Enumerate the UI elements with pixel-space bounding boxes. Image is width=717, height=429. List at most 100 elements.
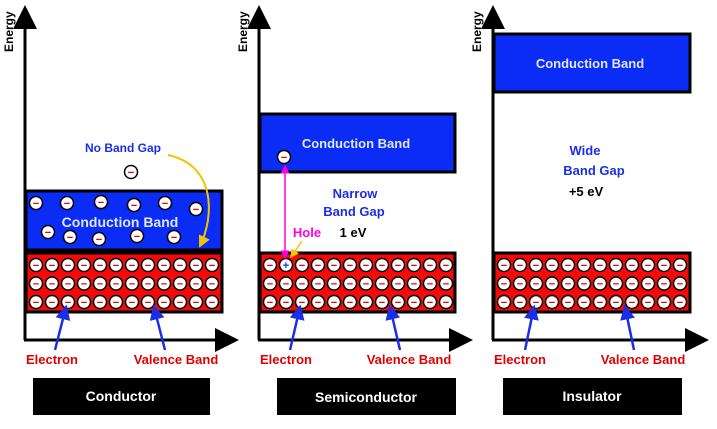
electron-symbol: −	[145, 260, 151, 272]
electron	[44, 294, 60, 310]
electron	[60, 276, 76, 291]
electron	[422, 276, 438, 291]
electron-symbol: −	[379, 279, 385, 291]
electron	[544, 257, 560, 273]
electron-symbol: −	[581, 260, 587, 272]
panel-title: Semiconductor	[315, 389, 417, 405]
electron	[262, 294, 278, 310]
electron-symbol: −	[299, 297, 305, 309]
electron-symbol: −	[677, 279, 683, 291]
electron	[310, 276, 326, 291]
electron-symbol: −	[45, 227, 51, 239]
panel-title: Insulator	[562, 388, 622, 404]
electron	[60, 257, 76, 273]
electron-label: Electron	[260, 352, 312, 367]
electron	[157, 195, 173, 211]
electron	[640, 257, 656, 273]
electron-symbol: −	[443, 279, 449, 291]
electron	[326, 294, 342, 310]
electron-symbol: −	[517, 279, 523, 291]
electron-symbol: −	[267, 279, 273, 291]
electron	[374, 276, 390, 291]
electron	[560, 257, 576, 273]
electron	[512, 257, 528, 273]
electron-symbol: −	[645, 297, 651, 309]
electron-symbol: −	[97, 279, 103, 291]
electron-symbol: −	[299, 260, 305, 272]
electron-symbol: −	[299, 279, 305, 291]
electron	[278, 294, 294, 310]
electron-symbol: −	[581, 279, 587, 291]
electron-symbol: −	[81, 279, 87, 291]
electron	[40, 224, 56, 240]
electron-symbol: −	[171, 232, 177, 244]
electron-symbol: −	[49, 260, 55, 272]
electron	[156, 257, 172, 273]
electron-symbol: −	[145, 297, 151, 309]
electron	[262, 257, 278, 273]
electron-symbol: −	[379, 260, 385, 272]
conduction-band	[24, 189, 224, 252]
panel-conductor: Energy Conduction Band −−−−−−−−−−−−−−−−−…	[2, 5, 239, 415]
electron	[672, 276, 688, 291]
electron-symbol: −	[443, 297, 449, 309]
electron	[496, 257, 512, 273]
electron	[326, 276, 342, 291]
electron	[204, 276, 220, 291]
electron-symbol: −	[411, 260, 417, 272]
panel-insulator: Energy Conduction Band −−−−−−−−−−−−−−−−−…	[470, 5, 709, 415]
conduction-band	[258, 112, 457, 174]
electron-symbol: −	[113, 297, 119, 309]
electron-symbol: −	[209, 260, 215, 272]
electron	[326, 257, 342, 273]
electron-symbol: −	[129, 260, 135, 272]
electron-symbol: −	[162, 198, 168, 210]
electron	[59, 195, 75, 211]
valence-electrons: −−−−−−−−−−−−−−−−−−−−−−−−−−−−−−−−−−−−	[28, 257, 220, 310]
electron	[342, 257, 358, 273]
electron	[44, 257, 60, 273]
electron-symbol: −	[49, 297, 55, 309]
electron-symbol: −	[283, 279, 289, 291]
electron-symbol: −	[331, 260, 337, 272]
electron-symbol: −	[533, 279, 539, 291]
electron	[108, 257, 124, 273]
electron	[28, 294, 44, 310]
electron-symbol: −	[427, 260, 433, 272]
electron-symbol: −	[161, 260, 167, 272]
electron	[390, 257, 406, 273]
energy-label: Energy	[2, 11, 16, 52]
electron-symbol: −	[517, 297, 523, 309]
electron	[172, 294, 188, 310]
electron-symbol: −	[331, 297, 337, 309]
electron-symbol: −	[283, 297, 289, 309]
gap-value: +5 eV	[569, 184, 604, 199]
title-box	[277, 378, 456, 415]
electron-symbol: −	[597, 260, 603, 272]
electron-symbol: −	[565, 260, 571, 272]
electron	[422, 257, 438, 273]
electron-symbol: −	[565, 297, 571, 309]
electron-symbol: −	[315, 297, 321, 309]
electron	[592, 294, 608, 310]
electron	[576, 294, 592, 310]
electron	[108, 276, 124, 291]
electron	[406, 294, 422, 310]
electron-symbol: −	[33, 260, 39, 272]
electron	[342, 276, 358, 291]
electron	[672, 257, 688, 273]
electron	[91, 231, 107, 247]
electron-symbol: −	[98, 197, 104, 209]
electron	[438, 294, 454, 310]
electron	[608, 294, 624, 310]
electron-symbol: −	[645, 260, 651, 272]
electron	[172, 276, 188, 291]
valence-band-label: Valence Band	[134, 352, 219, 367]
electron-symbol: −	[129, 279, 135, 291]
electron	[124, 257, 140, 273]
electron-symbol: −	[177, 279, 183, 291]
electron	[278, 276, 294, 291]
electron	[438, 257, 454, 273]
valence-electrons: −−−−−−−−−−−−−−−−−−−−−−−−−−−−−−−−−−−−	[496, 257, 688, 310]
electron-symbol: −	[395, 279, 401, 291]
